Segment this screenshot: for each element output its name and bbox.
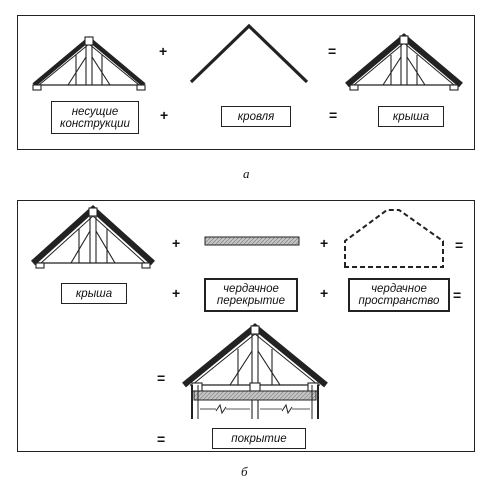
panel-b: [17, 200, 475, 452]
attic-space-outline-icon: [344, 209, 444, 268]
roof-assembly-b: [30, 204, 156, 269]
equals-sign: =: [157, 431, 166, 447]
label-covering: покрытие: [212, 428, 306, 449]
covering-assembly-icon: [182, 323, 328, 419]
label-roof-b: крыша: [61, 283, 127, 304]
equals-sign: =: [328, 43, 337, 59]
caption-b: б: [241, 464, 248, 479]
label-load-bearing-structures: несущие конструкции: [51, 101, 139, 134]
panel-a: [17, 15, 475, 150]
truss-structure-a: [32, 36, 146, 91]
label-roofing: кровля: [221, 106, 291, 127]
plus-sign: +: [320, 235, 329, 251]
equals-sign: =: [453, 287, 462, 303]
roofing-icon: [189, 23, 309, 84]
equals-sign: =: [329, 107, 338, 123]
caption-a: а: [243, 166, 250, 181]
equals-sign: =: [455, 237, 464, 253]
plus-sign: +: [172, 285, 181, 301]
equals-sign: =: [157, 370, 166, 386]
plus-sign: +: [320, 285, 329, 301]
plus-sign: +: [160, 107, 169, 123]
plus-sign: +: [172, 235, 181, 251]
roof-assembly-a: [345, 33, 463, 91]
label-attic-space: чердачное пространство: [348, 278, 450, 312]
label-attic-floor: чердачное перекрытие: [204, 278, 298, 312]
label-roof: крыша: [378, 106, 444, 127]
plus-sign: +: [159, 43, 168, 59]
attic-floor-slab-icon: [204, 236, 300, 246]
